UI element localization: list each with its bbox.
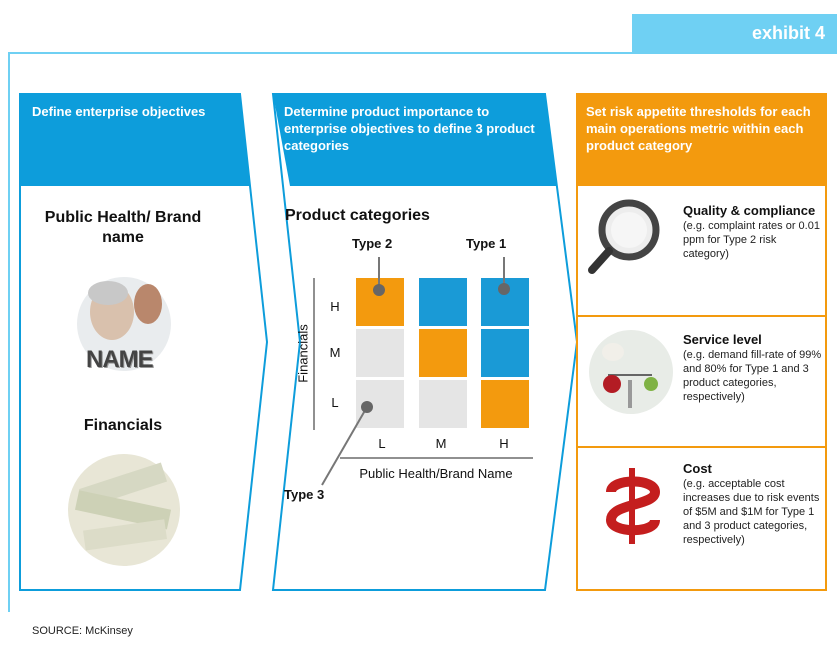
frame-left-rule xyxy=(8,52,10,612)
item-financials: Financials xyxy=(83,417,163,434)
type3-marker xyxy=(361,401,373,413)
service-level-icon xyxy=(589,330,673,414)
matrix-cell-l-h xyxy=(481,380,529,428)
matrix-cell-m-l xyxy=(356,329,404,377)
brand-photo-face2 xyxy=(134,284,162,324)
metric-service-desc: (e.g. demand fill-rate of 99% and 80% fo… xyxy=(683,349,822,403)
type3-connector xyxy=(321,406,368,486)
col-label-m: M xyxy=(435,436,447,451)
item-public-health: Public Health/ Brand name xyxy=(44,209,202,246)
metric-cost: Cost (e.g. acceptable cost increases due… xyxy=(683,461,823,547)
matrix-cell-h-m xyxy=(419,278,467,326)
matrix-cell-l-m xyxy=(419,380,467,428)
row-label-h: H xyxy=(330,299,340,314)
panel1-header-bg xyxy=(20,94,250,186)
metric-quality-title: Quality & compliance xyxy=(683,203,816,218)
matrix-cell-m-m xyxy=(419,329,467,377)
col-label-h: H xyxy=(499,436,509,451)
panel1-header: Define enterprise objectives xyxy=(32,104,206,119)
dollar-icon xyxy=(605,468,661,544)
magnifier-icon xyxy=(588,199,660,274)
row-label-l: L xyxy=(331,395,339,410)
panel2-header: Determine product importance to enterpri… xyxy=(284,104,535,153)
matrix-cell-m-h xyxy=(481,329,529,377)
source-note: SOURCE: McKinsey xyxy=(32,625,133,637)
type2-marker xyxy=(373,284,385,296)
metric-cost-desc: (e.g. acceptable cost increases due to r… xyxy=(683,478,820,546)
metric-cost-title: Cost xyxy=(683,461,712,476)
type3-label: Type 3 xyxy=(284,487,325,502)
exhibit-label: exhibit 4 xyxy=(632,14,837,52)
row-label-m: M xyxy=(329,345,341,360)
frame-top-rule xyxy=(8,52,837,54)
brand-photo-hair xyxy=(88,281,128,305)
type1-label: Type 1 xyxy=(466,236,507,251)
metric-service-title: Service level xyxy=(683,332,762,347)
x-axis-label: Public Health/Brand Name xyxy=(359,466,513,481)
y-axis-label: Financials xyxy=(295,324,311,383)
panel2-header-bg xyxy=(273,94,557,186)
product-categories-title: Product categories xyxy=(285,207,430,224)
panel3-header-bg xyxy=(577,94,826,186)
type1-marker xyxy=(498,283,510,295)
metric-service: Service level (e.g. demand fill-rate of … xyxy=(683,332,823,404)
metric-quality-desc: (e.g. complaint rates or 0.01 ppm for Ty… xyxy=(683,220,820,260)
panel3-header: Set risk appetite thresholds for each ma… xyxy=(586,104,811,153)
metric-quality: Quality & compliance (e.g. complaint rat… xyxy=(683,203,823,261)
col-label-l: L xyxy=(378,436,386,451)
name-graphic: NAME xyxy=(86,346,154,373)
type2-label: Type 2 xyxy=(352,236,393,251)
